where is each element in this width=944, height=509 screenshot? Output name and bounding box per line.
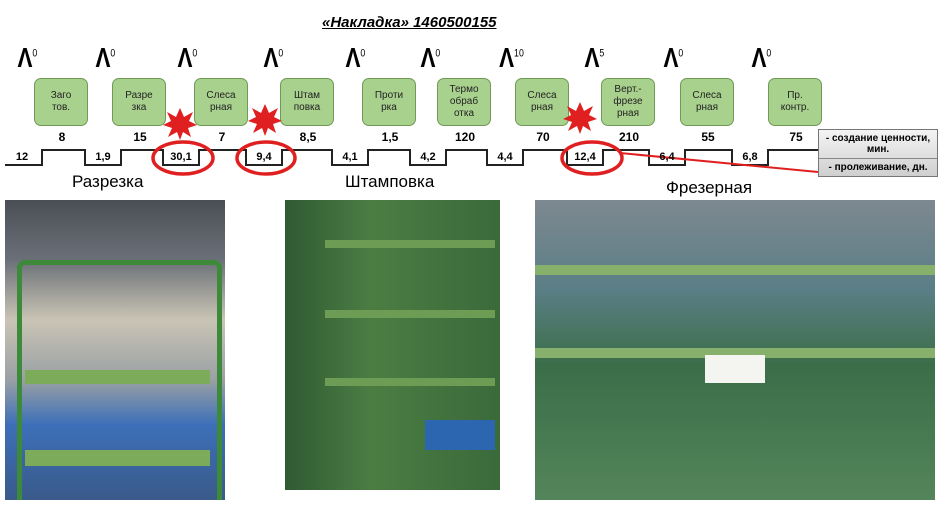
value-time: 8	[58, 130, 66, 144]
value-time: 8,5	[299, 130, 317, 144]
burst-icon	[248, 104, 282, 136]
legend-waiting: - пролеживание, дн.	[819, 158, 937, 176]
queue-symbol: Λ0	[345, 42, 366, 73]
value-time: 7	[218, 130, 226, 144]
queue-symbol: Λ0	[420, 42, 441, 73]
waiting-time: 30,1	[170, 151, 192, 163]
queue-symbol: Λ0	[177, 42, 198, 73]
waiting-time: 6,4	[659, 151, 675, 163]
value-time: 15	[133, 130, 147, 144]
operation-box: Термо обраб отка	[437, 78, 491, 126]
operation-box: Пр. контр.	[768, 78, 822, 126]
waiting-time: 12	[15, 151, 29, 163]
waiting-time: 9,4	[256, 151, 272, 163]
queue-count: 0	[32, 47, 38, 60]
photo-cutting-rack	[5, 200, 225, 500]
operation-box: Слеса рная	[194, 78, 248, 126]
value-time: 75	[789, 130, 803, 144]
queue-symbol: Λ0	[751, 42, 772, 73]
section-label: Разрезка	[72, 172, 144, 191]
queue-count: 0	[435, 47, 441, 60]
legend-value: - создание ценности, мин.	[825, 133, 931, 155]
highlight-circle	[560, 140, 624, 176]
value-time: 120	[454, 130, 476, 144]
operation-box: Слеса рная	[515, 78, 569, 126]
section-label: Штамповка	[345, 172, 435, 191]
queue-symbol: Λ0	[263, 42, 284, 73]
operation-box: Верт.- фрезе рная	[601, 78, 655, 126]
queue-count: 0	[766, 47, 772, 60]
pointer-line	[619, 152, 819, 173]
queue-symbol: Λ5	[584, 42, 605, 73]
queue-count: 0	[192, 47, 198, 60]
operation-box: Разре зка	[112, 78, 166, 126]
highlight-circle	[235, 140, 297, 176]
queue-count: 5	[599, 47, 605, 60]
burst-icon	[163, 108, 197, 140]
photo-stamping-shelf	[285, 200, 500, 490]
queue-symbol: Λ0	[95, 42, 116, 73]
queue-count: 0	[278, 47, 284, 60]
operation-box: Заго тов.	[34, 78, 88, 126]
queue-symbol: Λ0	[17, 42, 38, 73]
burst-icon	[563, 102, 597, 134]
queue-count: 0	[678, 47, 684, 60]
waiting-time: 4,4	[497, 151, 513, 163]
operation-box: Слеса рная	[680, 78, 734, 126]
value-time: 1,5	[381, 130, 399, 144]
queue-symbol: Λ10	[499, 42, 524, 73]
operation-box: Штам повка	[280, 78, 334, 126]
queue-count: 10	[514, 47, 524, 60]
photo-milling-shelf	[535, 200, 935, 500]
waiting-time: 4,1	[342, 151, 358, 163]
value-time: 70	[536, 130, 550, 144]
value-time: 55	[701, 130, 715, 144]
diagram-title: «Накладка» 1460500155	[322, 14, 497, 31]
waiting-time: 4,2	[420, 151, 436, 163]
waiting-time: 12,4	[574, 151, 596, 163]
queue-count: 0	[360, 47, 366, 60]
queue-count: 0	[110, 47, 116, 60]
timeline-step-line	[5, 149, 818, 166]
section-label: Фрезерная	[666, 178, 753, 197]
legend: - создание ценности, мин. - пролеживание…	[818, 129, 938, 177]
waiting-time: 1,9	[95, 151, 111, 163]
waiting-time: 6,8	[742, 151, 758, 163]
value-time: 210	[618, 130, 640, 144]
highlight-circle	[151, 140, 215, 176]
queue-symbol: Λ0	[663, 42, 684, 73]
timeline-svg	[5, 102, 819, 176]
operation-box: Проти рка	[362, 78, 416, 126]
